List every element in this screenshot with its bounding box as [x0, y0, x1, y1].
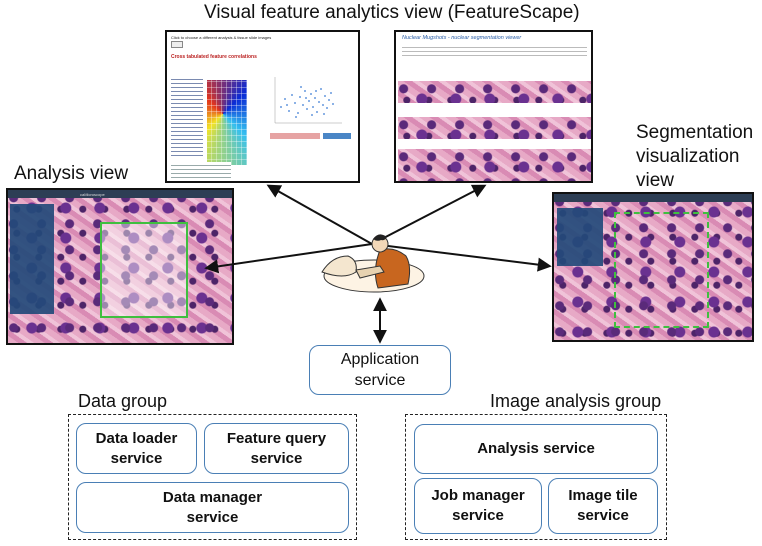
image-tile-service-box: Image tile service — [548, 478, 658, 534]
arrow-to-analysis-view — [204, 243, 373, 274]
feature-query-service-box: Feature query service — [204, 423, 349, 474]
arrow-to-featurescape-left — [266, 184, 373, 245]
job-manager-service-box: Job manager service — [414, 478, 542, 534]
arrow-to-segmentation-view — [371, 243, 552, 272]
analysis-view-screenshot: caMicroscope — [6, 188, 234, 345]
data-group-label: Data group — [78, 391, 168, 411]
segmentation-layer-panel[interactable] — [557, 208, 603, 266]
pathologist-user-icon — [321, 234, 425, 293]
analysis-service-box: Analysis service — [414, 424, 658, 474]
download-button[interactable] — [323, 133, 351, 139]
featurescape-correlation-screenshot: Click to choose a different analysis & t… — [165, 30, 360, 183]
nuclear-mugshots-title: Nuclear Mugshots - nuclear segmentation … — [402, 35, 522, 41]
correlation-heatmap — [207, 80, 247, 165]
featurescape-view-title: Visual feature analytics view (FeatureSc… — [204, 2, 580, 23]
feature-scatterplot — [267, 67, 347, 132]
segmentation-overlay-region — [614, 212, 709, 328]
nuclear-mugshots-screenshot: Nuclear Mugshots - nuclear segmentation … — [394, 30, 593, 183]
data-group-container — [68, 414, 357, 540]
analysis-region-selection[interactable] — [100, 222, 188, 318]
segmentation-view-screenshot — [552, 192, 754, 342]
analysis-parameter-panel[interactable] — [10, 204, 54, 314]
image-analysis-group-label: Image analysis group — [490, 391, 662, 411]
segmentation-view-title: Segmentation visualization view — [636, 122, 754, 191]
mugshot-row-2 — [398, 117, 591, 139]
feature-list — [171, 76, 203, 156]
application-service-box: Application service — [309, 345, 451, 395]
nuclear-mugshots-button[interactable] — [270, 133, 320, 139]
data-loader-service-box: Data loader service — [76, 423, 197, 474]
image-analysis-group-container — [405, 414, 667, 540]
mugshot-row-3 — [398, 149, 591, 181]
featurescape-heading: Cross tabulated feature correlations — [171, 54, 257, 60]
arrow-to-featurescape-right — [371, 184, 487, 245]
data-manager-service-box: Data manager service — [76, 482, 349, 533]
camicroscope-label: caMicroscope — [80, 192, 105, 197]
analysis-view-title: Analysis view — [14, 163, 129, 184]
mugshot-row-1 — [398, 81, 591, 103]
